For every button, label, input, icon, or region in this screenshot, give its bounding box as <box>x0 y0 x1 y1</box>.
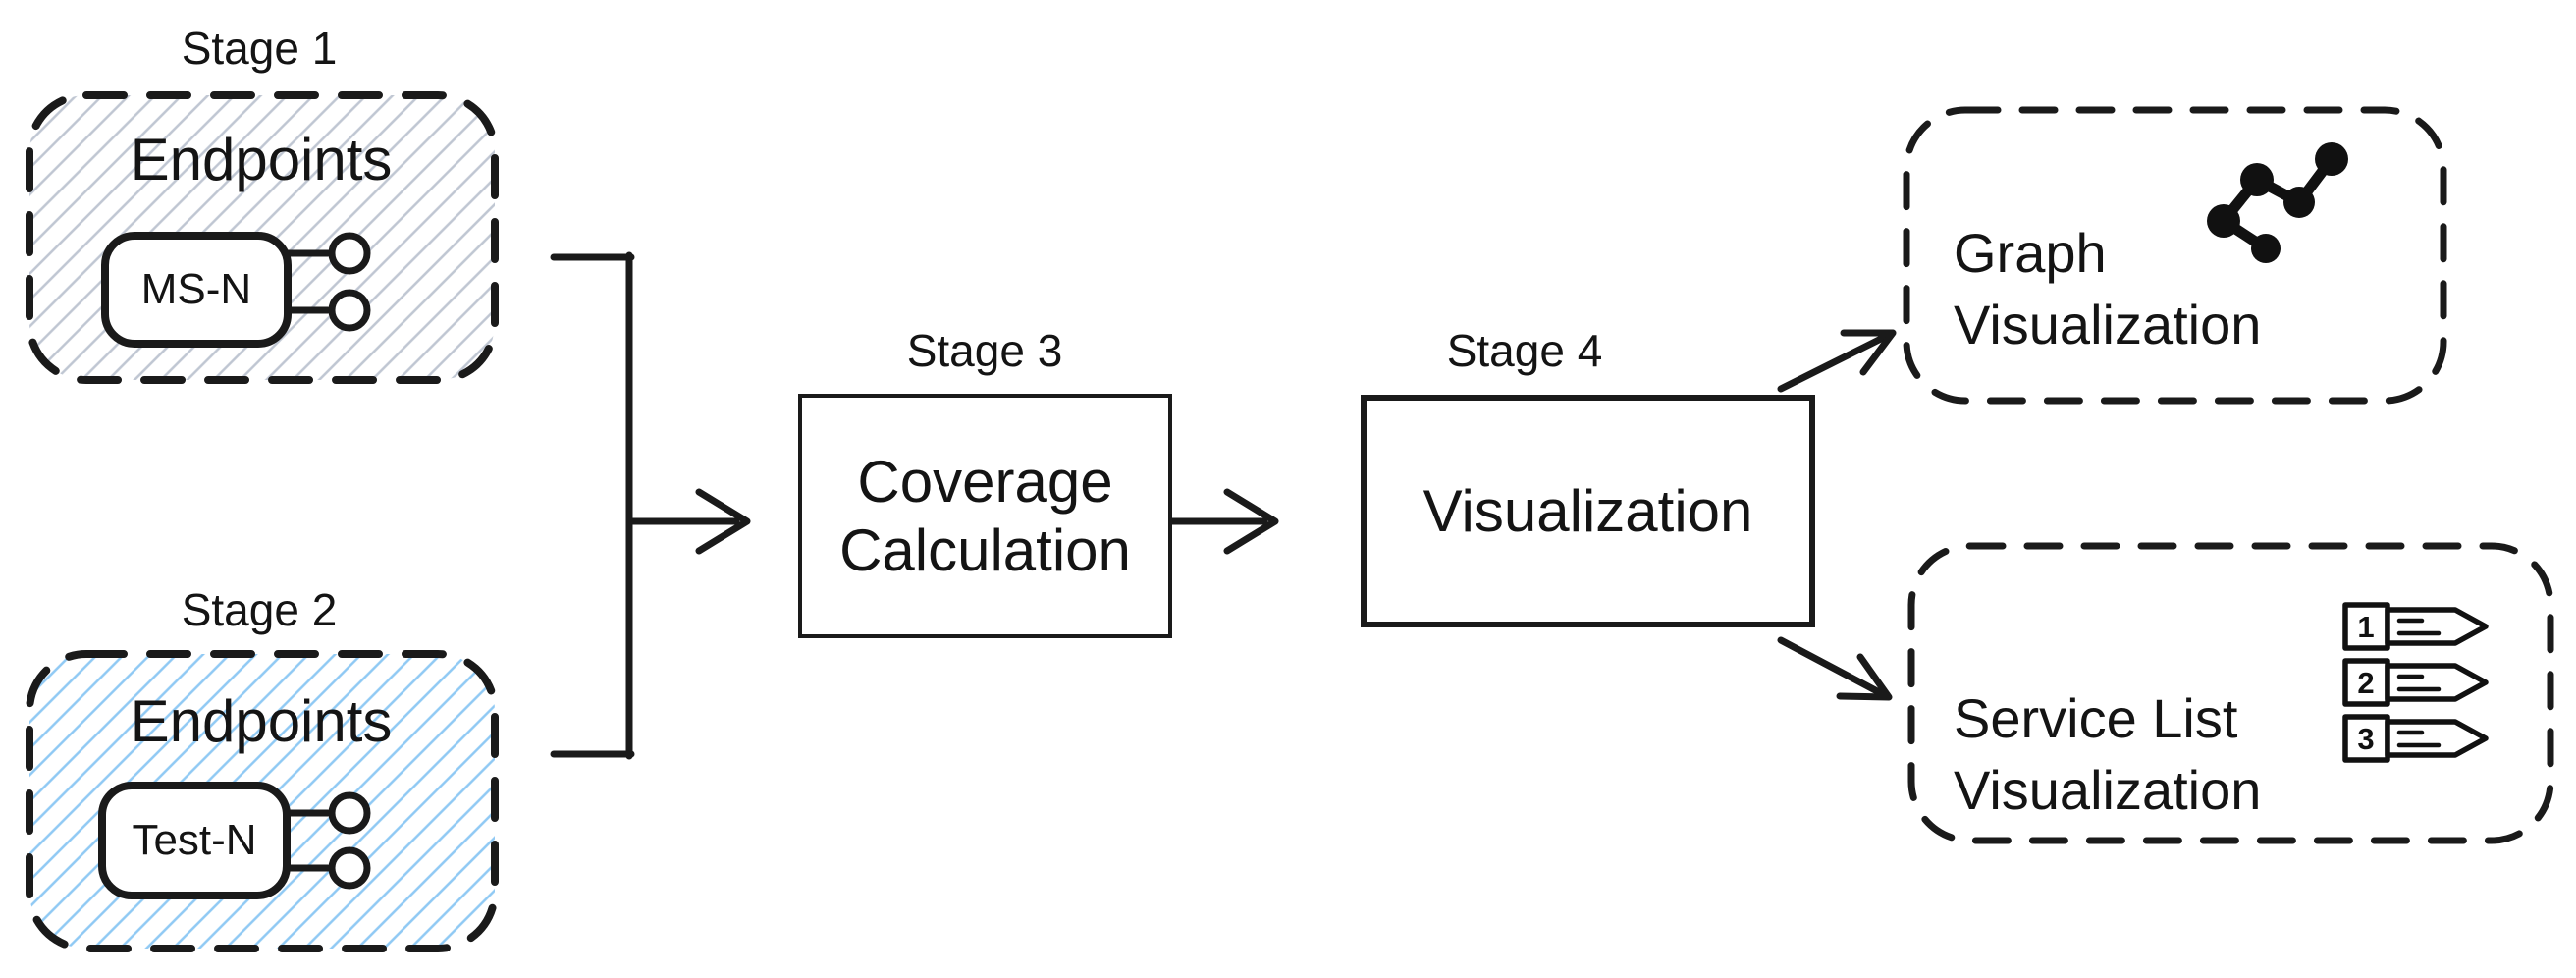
ms-n-node-box <box>101 232 292 348</box>
merge-bracket-connector <box>550 251 751 760</box>
merge-arrowhead <box>695 488 751 555</box>
stage1-endpoints-title: Endpoints <box>130 127 393 192</box>
stage1-label: Stage 1 <box>181 23 338 74</box>
service-list-visualization-box: 1 2 3 <box>1907 542 2554 844</box>
ms-n-port-circle-top <box>328 232 371 275</box>
arrow-shaft <box>1777 636 1883 696</box>
stage3-label: Stage 3 <box>906 325 1063 376</box>
ms-n-port-circle-bottom <box>328 289 371 332</box>
arrowhead <box>1840 329 1897 376</box>
arrowhead <box>1223 488 1279 555</box>
test-n-node-label: Test-N <box>132 816 257 864</box>
stage4-to-graph-arrow <box>1777 329 1897 393</box>
stage3-to-stage4-arrow <box>1168 488 1279 555</box>
list-tag-3: 3 <box>2342 714 2489 763</box>
list-tag-2: 2 <box>2342 658 2489 707</box>
list-tag-1: 1 <box>2342 602 2489 651</box>
stage2-endpoints-title: Endpoints <box>130 688 393 754</box>
numbered-list-tags-icon: 1 2 3 <box>2342 602 2489 763</box>
stage1-endpoints-box <box>26 91 499 384</box>
graph-visualization-title: Graph Visualization <box>1954 222 2262 355</box>
arrow-shaft <box>1777 334 1887 393</box>
test-n-node-box <box>98 782 291 899</box>
coverage-calculation-title: Coverage Calculation <box>839 448 1131 583</box>
visualization-box <box>1361 395 1815 627</box>
arrowhead <box>1836 653 1893 701</box>
coverage-calculation-box <box>798 394 1172 638</box>
list-tag-number: 1 <box>2357 610 2374 644</box>
test-n-port-circle-top <box>328 791 371 835</box>
visualization-title: Visualization <box>1422 477 1753 544</box>
list-tag-number: 3 <box>2357 722 2374 756</box>
network-graph-icon <box>2207 142 2348 263</box>
test-n-port-circle-bottom <box>328 846 371 890</box>
stage2-endpoints-box <box>26 650 499 952</box>
service-list-visualization-title: Service List Visualization <box>1954 687 2262 821</box>
list-tag-number: 2 <box>2357 666 2374 700</box>
stage4-label: Stage 4 <box>1446 325 1603 376</box>
ms-n-node-label: MS-N <box>140 265 252 313</box>
stage4-to-service-list-arrow <box>1777 636 1893 701</box>
stage2-label: Stage 2 <box>181 584 338 635</box>
graph-visualization-box <box>1903 106 2447 405</box>
